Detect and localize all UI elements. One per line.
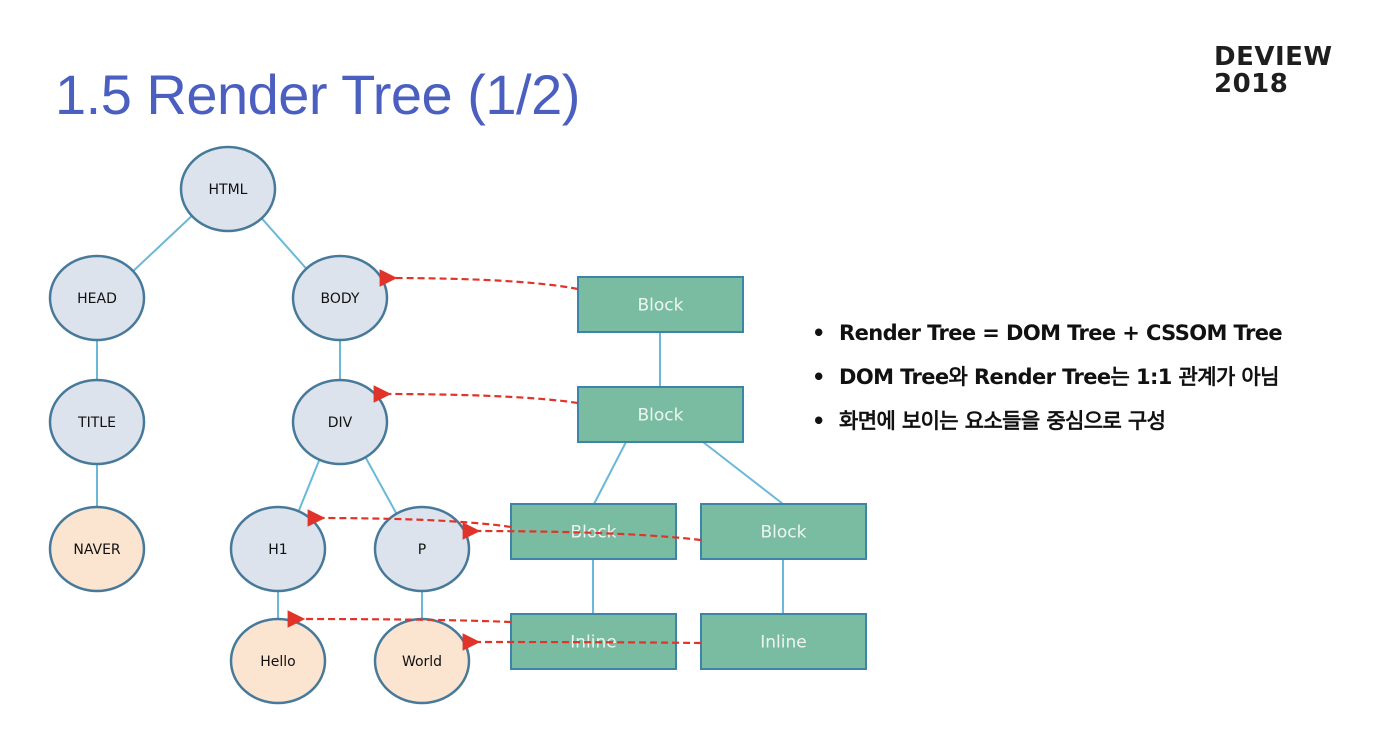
dom-node-body: BODY (291, 254, 389, 342)
dom-edge (297, 459, 321, 512)
dom-edge (364, 456, 398, 515)
dom-node-world: World (373, 617, 471, 705)
bullet-item: DOM Tree와 Render Tree는 1:1 관계가 아님 (812, 360, 1282, 404)
dom-node-label: P (418, 542, 426, 558)
logo-line-2: 2018 (1214, 69, 1289, 99)
dom-node-h1: H1 (229, 505, 327, 593)
dom-node-label: NAVER (73, 542, 121, 558)
render-node-box (577, 276, 744, 333)
dom-node-label: HTML (209, 182, 248, 198)
dom-node-div: DIV (291, 378, 389, 466)
dom-node-label: BODY (321, 291, 360, 307)
dom-node-head: HEAD (48, 254, 146, 342)
dom-node-shape (229, 617, 327, 705)
mapping-arrow-r1-to-body (379, 269, 579, 291)
mapping-arrow-r5-to-hello (287, 610, 512, 628)
dom-node-shape (291, 378, 389, 466)
mapping-arrow-r2-to-div (373, 385, 579, 405)
dom-node-shape (48, 254, 146, 342)
dom-node-p: P (373, 505, 471, 593)
render-node-label: Inline (760, 633, 806, 653)
render-node-r1: Block (577, 276, 744, 333)
dom-node-label: Hello (260, 654, 296, 670)
dom-node-title: TITLE (48, 378, 146, 466)
render-node-label: Block (571, 523, 617, 543)
render-node-r4: Block (700, 503, 867, 560)
render-node-label: Inline (570, 633, 616, 653)
dom-node-shape (291, 254, 389, 342)
render-edge (702, 441, 784, 505)
bullet-item: 화면에 보이는 요소들을 중심으로 구성 (812, 404, 1282, 448)
render-node-r2: Block (577, 386, 744, 443)
render-node-r5: Inline (510, 613, 677, 670)
dom-node-hello: Hello (229, 617, 327, 705)
render-node-box (577, 386, 744, 443)
render-edge (593, 441, 627, 505)
render-node-label: Block (638, 296, 684, 316)
dom-edge (260, 217, 308, 270)
tree-edges (96, 215, 784, 619)
dom-node-label: H1 (268, 542, 287, 558)
dom-node-label: HEAD (77, 291, 117, 307)
dom-node-label: World (402, 654, 442, 670)
dom-node-label: DIV (328, 415, 353, 431)
deview-logo: DEVIEW 2018 (1214, 44, 1333, 98)
render-node-label: Block (638, 406, 684, 426)
dom-node-html: HTML (179, 145, 277, 233)
dom-node-label: TITLE (77, 415, 116, 431)
dom-node-shape (373, 505, 471, 593)
dom-node-shape (48, 505, 146, 593)
slide-title: 1.5 Render Tree (1/2) (55, 63, 580, 126)
bullet-list: Render Tree = DOM Tree + CSSOM Tree DOM … (812, 316, 1283, 448)
dom-node-naver: NAVER (48, 505, 146, 593)
render-node-label: Block (761, 523, 807, 543)
render-node-box (700, 613, 867, 670)
mapping-arrows (287, 269, 702, 651)
dom-edge (132, 215, 193, 272)
tree-nodes: HTML HEAD BODY TITLE DIV NAVER H1 P Hello World Bl… (48, 145, 867, 705)
bullet-item: Render Tree = DOM Tree + CSSOM Tree (812, 316, 1283, 360)
render-node-box (700, 503, 867, 560)
render-node-r6: Inline (700, 613, 867, 670)
dom-node-shape (179, 145, 277, 233)
logo-line-1: DEVIEW (1214, 42, 1333, 72)
dom-node-shape (48, 378, 146, 466)
dom-node-shape (229, 505, 327, 593)
mapping-arrow-r3-to-h1 (307, 509, 512, 529)
